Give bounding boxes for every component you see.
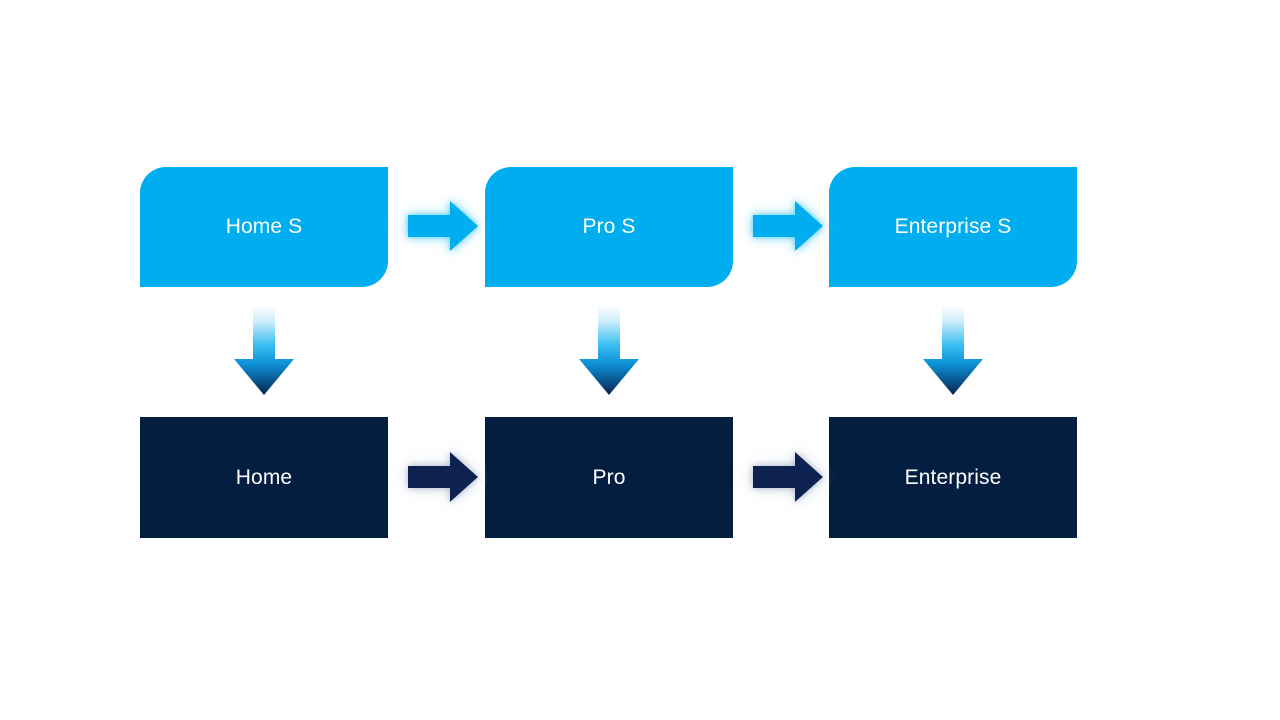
connector-home-s-to-home <box>228 303 300 399</box>
node-label: Home <box>235 465 293 489</box>
node-label: Home S <box>225 215 303 239</box>
connector-pro-to-enterprise <box>743 440 829 514</box>
node-home-s[interactable]: Home S <box>140 167 388 287</box>
connector-pro-s-to-pro <box>573 303 645 399</box>
node-label: Enterprise <box>904 465 1002 489</box>
connector-pro-s-to-enterprise-s <box>743 189 829 263</box>
arrow-right-icon <box>753 452 823 502</box>
node-pro[interactable]: Pro <box>485 417 733 538</box>
arrow-down-icon <box>923 305 983 395</box>
arrow-down-icon <box>579 305 639 395</box>
node-home[interactable]: Home <box>140 417 388 538</box>
node-enterprise-s[interactable]: Enterprise S <box>829 167 1077 287</box>
connector-enterprise-s-to-enterprise <box>917 303 989 399</box>
node-enterprise[interactable]: Enterprise <box>829 417 1077 538</box>
connector-home-s-to-pro-s <box>398 189 484 263</box>
node-label: Pro <box>592 465 626 489</box>
node-label: Pro S <box>582 215 636 239</box>
node-label: Enterprise S <box>894 215 1012 239</box>
arrow-right-icon <box>408 452 478 502</box>
arrow-right-icon <box>753 201 823 251</box>
arrow-right-icon <box>408 201 478 251</box>
arrow-down-icon <box>234 305 294 395</box>
connector-home-to-pro <box>398 440 484 514</box>
node-pro-s[interactable]: Pro S <box>485 167 733 287</box>
